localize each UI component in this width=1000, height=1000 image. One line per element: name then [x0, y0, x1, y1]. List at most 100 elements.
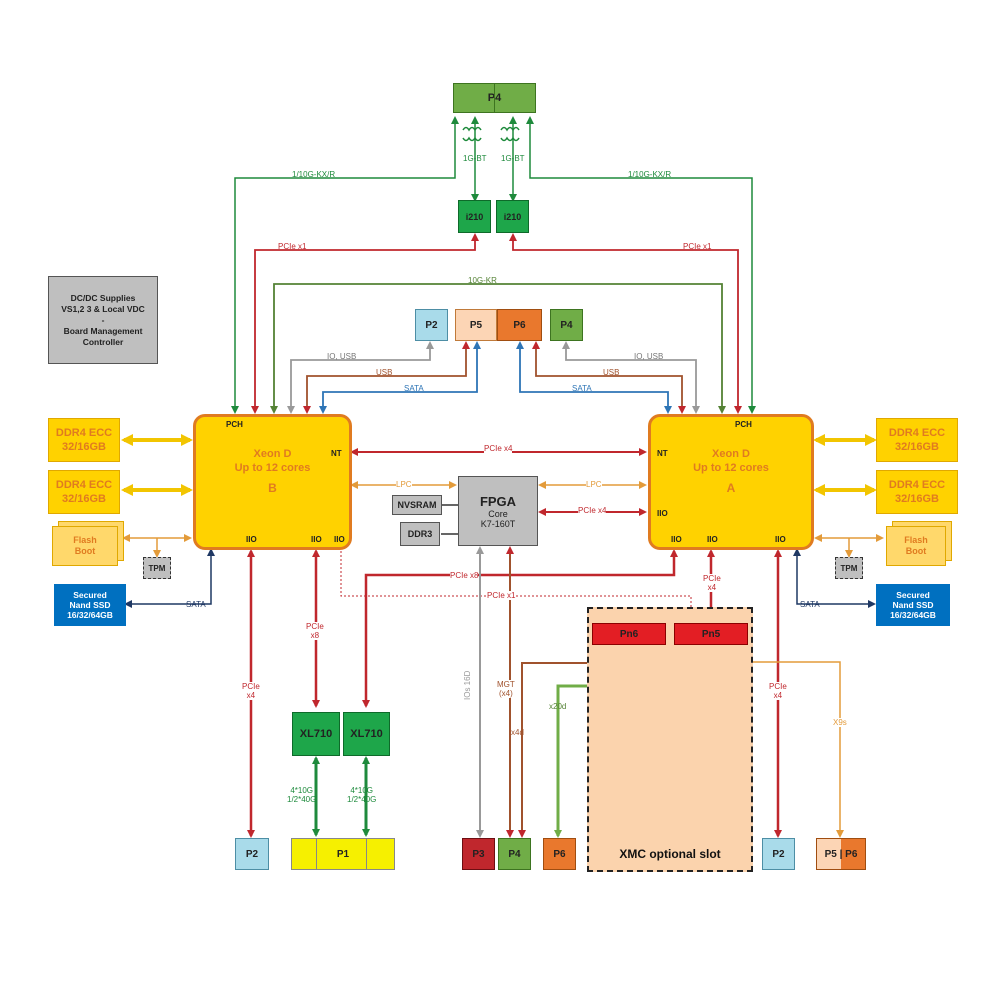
fpga: FPGA Core K7-160T: [458, 476, 538, 546]
bottom-port-p6: P6: [543, 838, 576, 870]
bottom-port-p2-left-label: P2: [245, 848, 259, 860]
label-xl-right: 4*10G 1/2*40G: [347, 786, 377, 804]
ddr-left-1: DDR4 ECC 32/16GB: [48, 418, 120, 462]
flash-right-label: Flash Boot: [904, 535, 928, 556]
fpga-title: FPGA: [479, 493, 517, 509]
p1-divider-2: [366, 838, 367, 870]
mid-port-p2: P2: [415, 309, 448, 341]
flash-left-label: Flash Boot: [73, 535, 97, 556]
cpu-b-id: B: [268, 481, 277, 495]
label-nt-pcie-x4: PCIe x4: [484, 444, 513, 453]
bottom-port-p6-label: P6: [553, 848, 566, 860]
label-usb-left: USB: [376, 368, 393, 377]
label-mgt: MGT (x4): [497, 680, 515, 698]
cpu-a-id: A: [726, 481, 736, 495]
ddr3-label: DDR3: [407, 529, 433, 539]
bottom-port-p5p6: P5 | P6: [816, 838, 866, 870]
label-ios16d: IOs 16D: [463, 670, 472, 700]
cpu-b-nt: NT: [331, 449, 342, 458]
xmc-pn5-label: Pn5: [701, 628, 721, 640]
ddr-left-2: DDR4 ECC 32/16GB: [48, 470, 120, 514]
nvsram: NVSRAM: [392, 495, 442, 515]
label-pcie-x4-right: PCIe x4: [769, 682, 787, 700]
bottom-port-p3: P3: [462, 838, 495, 870]
cpu-b-iio2: IIO: [311, 535, 322, 544]
label-io-usb-left: IO, USB: [327, 352, 357, 361]
mid-port-p5-label: P5: [469, 319, 483, 331]
mid-port-p4-label: P4: [560, 319, 573, 331]
xmc-pn6-label: Pn6: [619, 628, 639, 640]
divider: [494, 83, 495, 113]
bottom-port-p3-label: P3: [472, 848, 485, 860]
cpu-b: Xeon D Up to 12 cores B PCH NT IIO IIO I…: [193, 414, 352, 550]
label-sata-ssd-right: SATA: [800, 600, 820, 609]
cpu-a: Xeon D Up to 12 cores A PCH NT IIO IIO I…: [648, 414, 814, 550]
label-kx-left: 1/10G-KX/R: [292, 170, 336, 179]
tpm-left: TPM: [143, 557, 171, 579]
mid-port-p5: P5: [455, 309, 497, 341]
label-io-usb-right: IO, USB: [634, 352, 664, 361]
cpu-a-iio4: IIO: [775, 535, 786, 544]
label-xl-left: 4*10G 1/2*40G: [287, 786, 317, 804]
bottom-port-p2-right: P2: [762, 838, 795, 870]
xl710-right: XL710: [343, 712, 390, 756]
cpu-b-iio3: IIO: [334, 535, 345, 544]
label-1gbt-left: 1G-BT: [463, 154, 487, 163]
tpm-right: TPM: [835, 557, 863, 579]
tpm-left-label: TPM: [148, 563, 166, 573]
p1-divider-1: [316, 838, 317, 870]
label-pcie-x4-left: PCIe x4: [242, 682, 260, 700]
xl710-right-label: XL710: [350, 728, 383, 740]
tpm-right-label: TPM: [840, 563, 858, 573]
xmc-label: XMC optional slot: [589, 842, 751, 866]
xmc-pn5: Pn5: [674, 623, 748, 645]
i210-left: i210: [458, 200, 491, 233]
label-pcie-x4-pn5: PCIe x4: [703, 574, 721, 592]
ssd-right-label: Secured Nand SSD 16/32/64GB: [890, 590, 936, 620]
i210-right: i210: [496, 200, 529, 233]
label-1gbt-right: 1G-BT: [501, 154, 525, 163]
cpu-b-title: Xeon D Up to 12 cores: [234, 448, 311, 474]
mid-port-p2-label: P2: [425, 319, 438, 331]
xmc-label-text: XMC optional slot: [619, 847, 721, 861]
flash-right: Flash Boot: [886, 526, 946, 566]
mid-port-p6-label: P6: [513, 319, 526, 331]
label-sata-ssd-left: SATA: [186, 600, 206, 609]
label-pcie-x1-left: PCIe x1: [278, 242, 307, 251]
nvsram-label: NVSRAM: [397, 500, 437, 510]
cpu-a-iio3: IIO: [707, 535, 718, 544]
i210-right-label: i210: [503, 211, 522, 222]
ddr3: DDR3: [400, 522, 440, 546]
label-pcie-x8-top: PCIe x8: [450, 571, 479, 580]
label-sata-left: SATA: [404, 384, 424, 393]
ssd-left: Secured Nand SSD 16/32/64GB: [54, 584, 126, 626]
label-sata-right: SATA: [572, 384, 592, 393]
label-x9s: X9s: [833, 718, 847, 727]
cpu-a-nt: NT: [657, 449, 668, 458]
bottom-port-p1: P1: [291, 838, 395, 870]
cpu-a-pch: PCH: [735, 420, 752, 429]
cpu-a-iio1: IIO: [657, 509, 668, 518]
xmc-pn6: Pn6: [592, 623, 666, 645]
label-10g-kr: 10G-KR: [468, 276, 497, 285]
label-kx-right: 1/10G-KX/R: [628, 170, 672, 179]
label-lpc-left: LPC: [396, 480, 412, 489]
fpga-sub: Core K7-160T: [480, 508, 516, 529]
bottom-port-p2-left: P2: [235, 838, 269, 870]
cpu-a-title: Xeon D Up to 12 cores: [693, 448, 769, 474]
label-x4d: x4d: [511, 728, 524, 737]
label-x20d: x20d: [549, 702, 567, 711]
label-pcie-x1-dotted: PCIe x1: [487, 591, 516, 600]
xl710-left: XL710: [292, 712, 340, 756]
label-pcie-x8-left: PCIe x8: [306, 622, 324, 640]
bottom-port-p4-label: P4: [508, 848, 521, 860]
label-pcie-x1-right: PCIe x1: [683, 242, 712, 251]
ddr-right-1-label: DDR4 ECC 32/16GB: [888, 427, 946, 453]
bottom-port-p1-label: P1: [336, 848, 350, 860]
label-usb-right: USB: [603, 368, 620, 377]
bottom-port-p4: P4: [498, 838, 531, 870]
label-lpc-right: LPC: [586, 480, 602, 489]
bottom-port-p2-right-label: P2: [772, 848, 785, 860]
xl710-left-label: XL710: [299, 728, 333, 740]
